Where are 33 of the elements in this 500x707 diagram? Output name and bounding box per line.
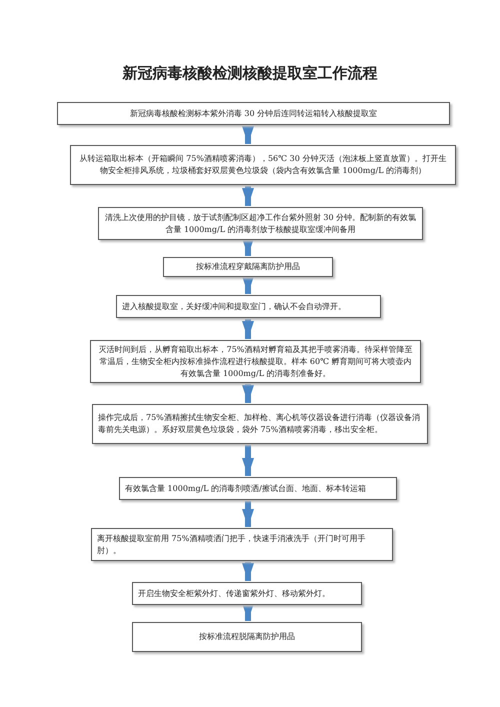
step-text: 新冠病毒核酸检测标本紫外消毒 30 分钟后连同转运箱转入核酸提取室 (128, 108, 378, 120)
process-box (92, 404, 428, 444)
step-text: 按标准流程穿戴隔离防护用品 (195, 261, 301, 273)
step-text: 离开核酸提取室前用 75%酒精喷洒门把手，快速手消液洗手（开门时可用手肘）。 (97, 532, 366, 556)
arrow (242, 603, 254, 621)
arrow (242, 501, 254, 527)
arrow (242, 126, 254, 144)
arrow (242, 319, 254, 339)
process-box (163, 257, 333, 277)
step-text: 进入核酸提取室，关好缓冲间和提取室门，确认不会自动弹开。 (122, 300, 347, 312)
process-box (70, 145, 456, 185)
process-box (119, 477, 397, 500)
process-box (116, 295, 381, 318)
process-box (91, 528, 393, 561)
arrow (242, 238, 254, 256)
title: 新冠病毒核酸检测核酸提取室工作流程 (121, 64, 378, 83)
step-text: 有效氯含量 1000mg/L 的消毒剂喷洒/擦试台面、地面、标本转运箱 (125, 482, 367, 494)
process-box (57, 102, 450, 125)
process-box (132, 582, 362, 605)
step-text: 开启生物安全柜紫外灯、传递窗紫外灯、移动紫外灯。 (138, 588, 331, 600)
step-text: 按标准流程脱隔离防护用品 (198, 631, 296, 643)
step-text: 灭活时间到后，从孵育箱取出标本，75%酒精对孵育箱及其把手喷雾消毒。待采样管降至常温后，生物安全柜内按标准操作流程进行核酸提取。样本 60℃ 孵育期间可将大喷壶内有效氯含量 1000mg/L 的消毒剂准备好。 (98, 344, 414, 380)
arrow (242, 276, 254, 294)
arrow (242, 186, 254, 206)
process-box (98, 207, 423, 240)
arrow (242, 384, 254, 403)
step-text: 操作完成后，75%酒精擦拭生物安全柜、加样枪、离心机等仪器设备进行消毒（仪器设备消毒前先关电源）。系好双层黄色垃圾袋，袋外 75%酒精喷雾消毒，移出安全柜。 (98, 412, 421, 436)
step-text: 清洗上次使用的护目镜，放于试剂配制区超净工作台紫外照射 30 分钟。配制新的有效氯含量 1000mg/L 的消毒剂放于核酸提取室缓冲间备用 (104, 212, 417, 236)
process-box (90, 340, 421, 383)
arrow (242, 562, 254, 581)
arrow (242, 445, 254, 476)
step-text: 从转运箱取出标本（开箱瞬间 75%酒精喷雾消毒），56℃ 30 分钟灭活（泡沫板上竖直放置）。打开生物安全柜排风系统，垃圾桶套好双层黄色垃圾袋（袋内含有效氯含量 1000mg/L 的消毒剂） (78, 153, 448, 177)
process-box (132, 622, 362, 652)
